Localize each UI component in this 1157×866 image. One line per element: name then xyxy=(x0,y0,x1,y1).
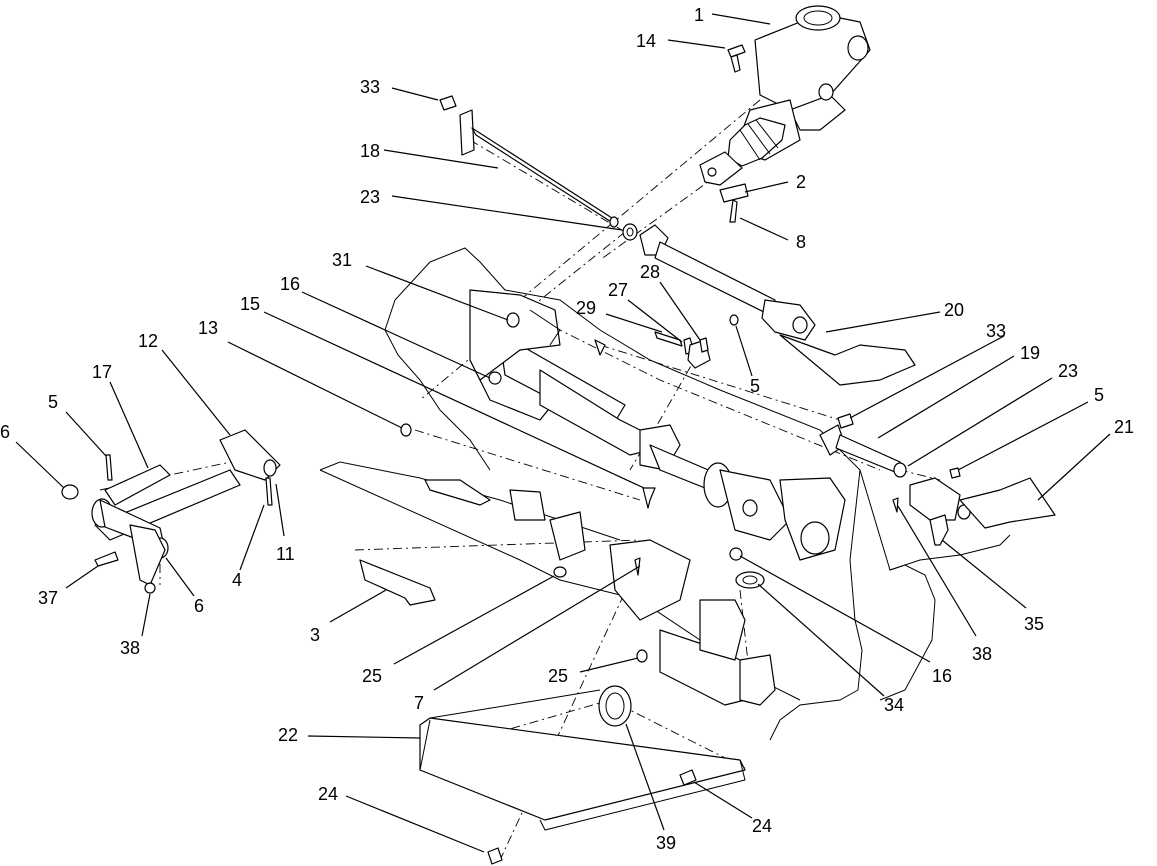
bottom-cover-22 xyxy=(419,685,746,865)
callout-13: 13 xyxy=(198,318,218,338)
leader-lines xyxy=(15,13,1111,853)
callout-19: 19 xyxy=(1020,343,1040,363)
callout-3: 3 xyxy=(310,625,320,645)
callout-2: 2 xyxy=(796,172,806,192)
callout-20: 20 xyxy=(944,300,964,320)
callout-8: 8 xyxy=(796,232,806,252)
callout-14: 14 xyxy=(636,31,656,51)
callout-25: 25 xyxy=(362,666,382,686)
callout-16: 16 xyxy=(932,666,952,686)
shaft-18 xyxy=(439,95,619,228)
callout-27: 27 xyxy=(608,280,628,300)
clutch-pedal-21 xyxy=(819,413,1056,546)
linkage-assembly xyxy=(61,429,281,594)
bushing-23-upper xyxy=(622,223,638,241)
bracket-parts xyxy=(359,479,776,706)
callout-28: 28 xyxy=(640,262,660,282)
callout-23: 23 xyxy=(360,187,380,207)
pedal-tube xyxy=(469,289,846,561)
callout-6: 6 xyxy=(194,596,204,616)
callout-38: 38 xyxy=(120,638,140,658)
callout-23: 23 xyxy=(1058,361,1078,381)
callout-18: 18 xyxy=(360,141,380,161)
callout-21: 21 xyxy=(1114,417,1134,437)
callout-33: 33 xyxy=(360,77,380,97)
brake-pedal-20 xyxy=(639,224,916,386)
callout-24: 24 xyxy=(752,816,772,836)
callout-1: 1 xyxy=(694,5,704,25)
callout-5: 5 xyxy=(750,376,760,396)
small-hardware xyxy=(400,312,765,663)
bolt-14 xyxy=(727,44,746,73)
callout-11: 11 xyxy=(276,544,295,564)
callout-24: 24 xyxy=(318,784,338,804)
callout-29: 29 xyxy=(576,298,596,318)
master-cylinder xyxy=(699,5,871,223)
callout-5: 5 xyxy=(1094,385,1104,405)
callout-38: 38 xyxy=(972,644,992,664)
callout-31: 31 xyxy=(332,250,352,270)
callout-16: 16 xyxy=(280,274,300,294)
callout-5: 5 xyxy=(48,392,58,412)
callout-15: 15 xyxy=(240,294,260,314)
callout-25: 25 xyxy=(548,666,568,686)
callout-17: 17 xyxy=(92,362,112,382)
callout-22: 22 xyxy=(278,725,298,745)
callout-labels: 1 14 33 18 23 2 8 31 28 27 29 16 15 12 1… xyxy=(0,5,1134,853)
callout-37: 37 xyxy=(38,588,58,608)
callout-12: 12 xyxy=(138,331,158,351)
callout-35: 35 xyxy=(1024,614,1044,634)
callout-4: 4 xyxy=(232,570,242,590)
callout-7: 7 xyxy=(414,693,424,713)
callout-34: 34 xyxy=(884,695,904,715)
callout-6: 6 xyxy=(0,422,10,442)
callout-33: 33 xyxy=(986,321,1006,341)
callout-39: 39 xyxy=(656,833,676,853)
